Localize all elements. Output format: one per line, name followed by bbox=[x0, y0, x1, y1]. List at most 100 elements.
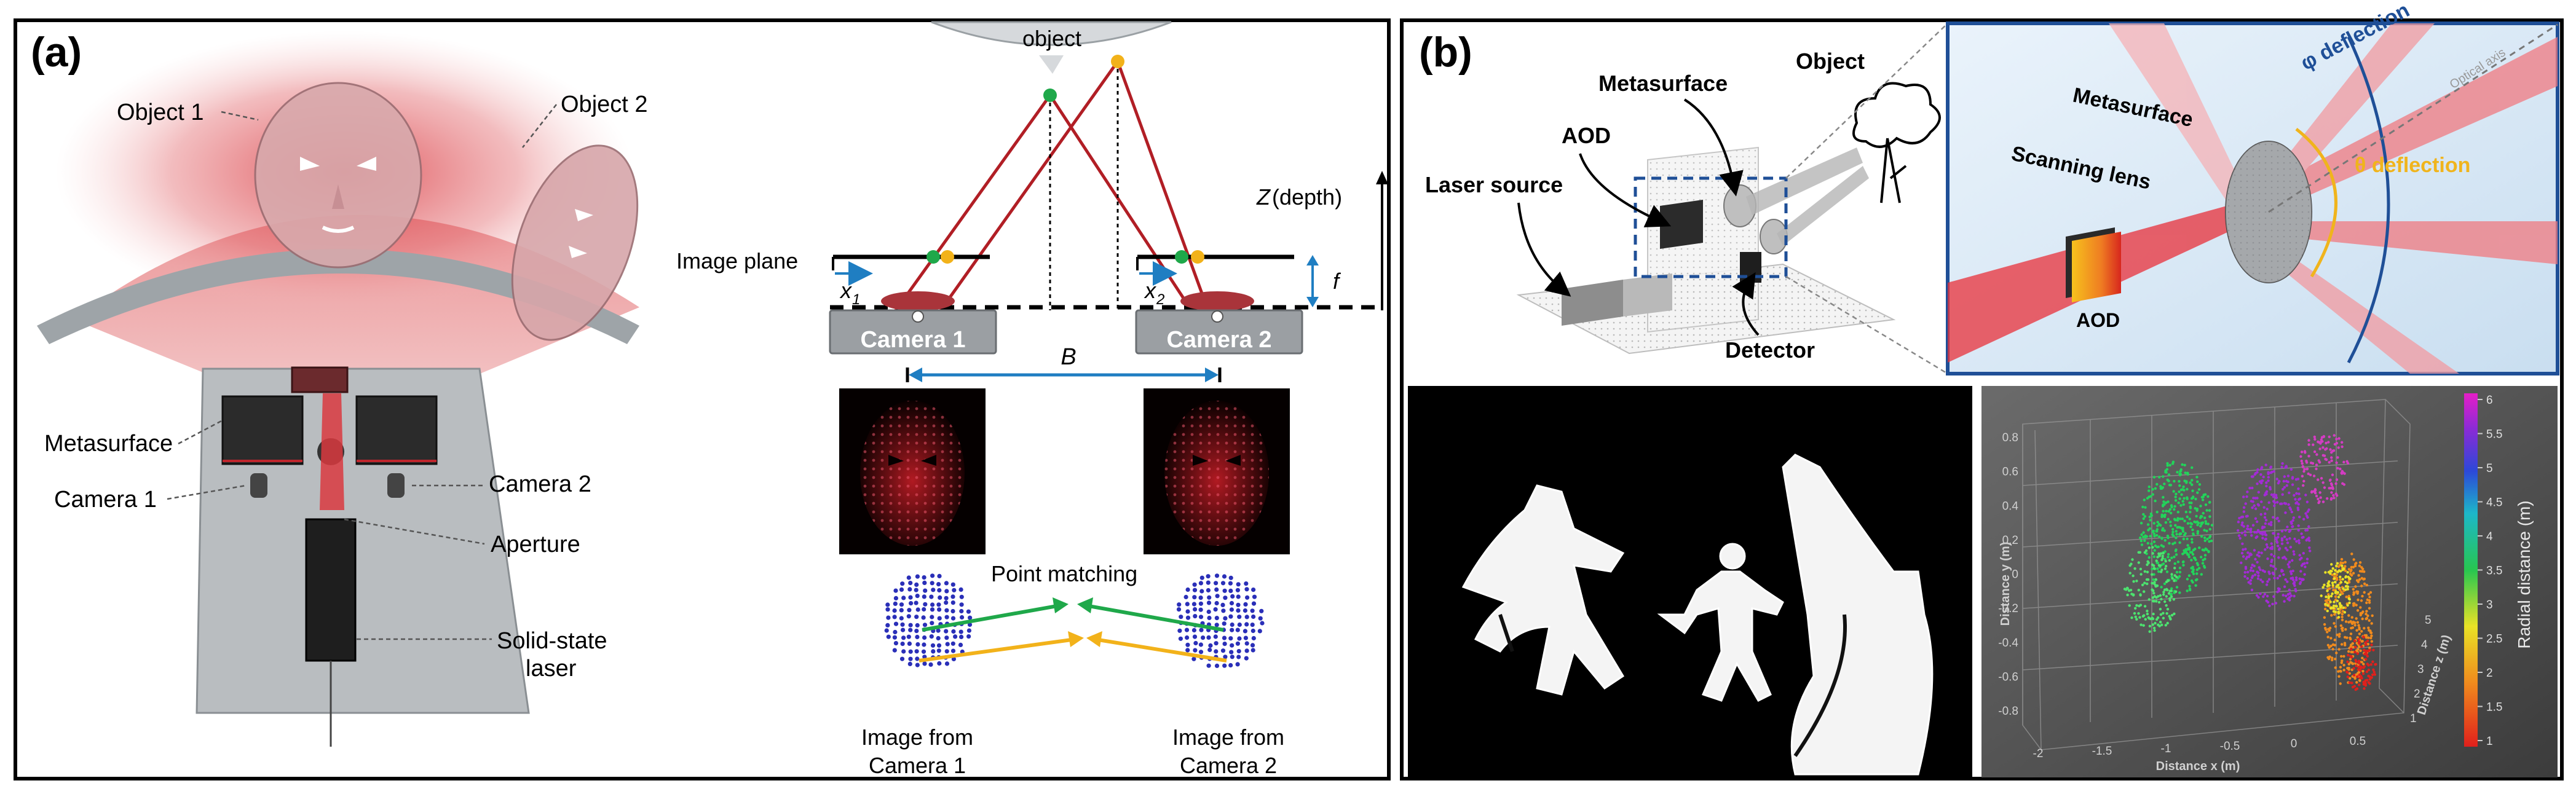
cloud-point bbox=[2286, 480, 2290, 484]
cloud-point bbox=[2200, 515, 2203, 518]
cloud-point bbox=[2163, 503, 2166, 506]
cloud-point bbox=[2340, 661, 2343, 664]
cloud-point bbox=[2280, 542, 2284, 545]
cloud-point bbox=[2344, 575, 2348, 578]
cloud-point bbox=[2250, 534, 2253, 537]
cloud-point bbox=[2303, 468, 2306, 471]
cloud-point bbox=[2272, 572, 2275, 576]
cloud-point bbox=[2335, 461, 2338, 465]
point-cloud-dot bbox=[967, 622, 973, 627]
cloud-point bbox=[2332, 493, 2335, 497]
point-cloud-dot bbox=[1207, 615, 1212, 621]
point-cloud-dot bbox=[1228, 662, 1233, 668]
cloud-point bbox=[2197, 488, 2201, 491]
cloud-point bbox=[2302, 552, 2305, 555]
cloud-point bbox=[2291, 559, 2294, 562]
cloud-point bbox=[2191, 538, 2194, 541]
cloud-point bbox=[2361, 656, 2364, 660]
cloud-point bbox=[2200, 573, 2203, 576]
cloud-point bbox=[2155, 530, 2159, 533]
cloud-point bbox=[2162, 545, 2165, 548]
cloud-point bbox=[2208, 536, 2211, 539]
cloud-point bbox=[2334, 581, 2337, 584]
point-cloud-dot bbox=[908, 656, 913, 661]
point-cloud-dot bbox=[1244, 587, 1249, 592]
point-cloud-dot bbox=[923, 588, 928, 593]
colorbar-tick-label: 5.5 bbox=[2486, 428, 2502, 441]
cloud-point bbox=[2321, 481, 2325, 484]
cloud-point bbox=[2267, 476, 2270, 479]
point-cloud-dot bbox=[1245, 595, 1250, 600]
point-cloud-dot bbox=[952, 588, 957, 592]
cloud-point bbox=[2196, 532, 2199, 535]
cloud-point bbox=[2242, 510, 2246, 513]
cloud-point bbox=[2277, 588, 2281, 591]
point-cloud-dot bbox=[1230, 627, 1235, 632]
cloud-point bbox=[2158, 535, 2161, 538]
cloud-point bbox=[2152, 529, 2155, 533]
cloud-point bbox=[2280, 539, 2284, 542]
cloud-point bbox=[2362, 662, 2365, 666]
cloud-point bbox=[2310, 490, 2313, 494]
cloud-point bbox=[2253, 549, 2256, 552]
cloud-point bbox=[2329, 637, 2333, 640]
cloud-point bbox=[2126, 593, 2129, 597]
cloud-point bbox=[2365, 583, 2369, 587]
cloud-point bbox=[2326, 582, 2330, 586]
cloud-point bbox=[2302, 484, 2305, 487]
cloud-point bbox=[2365, 670, 2369, 674]
cloud-point bbox=[2266, 546, 2269, 549]
point-cloud-dot bbox=[1220, 648, 1226, 653]
cloud-point bbox=[2256, 520, 2259, 524]
cloud-point bbox=[2186, 473, 2189, 476]
cloud-point bbox=[2339, 666, 2342, 669]
setup-aod-label: AOD bbox=[1562, 123, 1611, 148]
cloud-point bbox=[2293, 537, 2296, 541]
point-cloud-3d bbox=[2123, 434, 2377, 691]
cloud-point bbox=[2358, 645, 2361, 648]
cloud-point bbox=[2333, 639, 2336, 642]
cloud-point bbox=[2181, 463, 2184, 466]
cloud-point bbox=[2274, 602, 2278, 605]
cloud-point bbox=[2283, 585, 2286, 588]
point-cloud-dot bbox=[914, 600, 919, 605]
cloud-point bbox=[2272, 500, 2275, 503]
point-cloud-dot bbox=[922, 580, 927, 586]
cloud-point bbox=[2237, 534, 2241, 537]
cloud-point bbox=[2191, 552, 2195, 556]
cloud-point bbox=[2259, 568, 2262, 572]
cloud-point bbox=[2165, 588, 2168, 591]
cloud-point bbox=[2133, 567, 2136, 570]
cloud-point bbox=[2174, 519, 2177, 522]
point-cloud-dot bbox=[923, 602, 928, 607]
cloud-point bbox=[2357, 624, 2360, 627]
cloud-point bbox=[2348, 601, 2351, 605]
cloud-point bbox=[2150, 542, 2153, 545]
point-cloud-dot bbox=[966, 628, 971, 633]
cloud-point bbox=[2331, 592, 2334, 596]
cloud-point bbox=[2346, 585, 2350, 588]
point-cloud-dot bbox=[1185, 642, 1190, 647]
cloud-point bbox=[2270, 542, 2273, 545]
cloud-point bbox=[2337, 635, 2341, 638]
cloud-point bbox=[2297, 539, 2301, 542]
z-tick-label: 4 bbox=[2421, 639, 2428, 651]
cloud-point bbox=[2181, 517, 2184, 521]
cloud-point bbox=[2141, 583, 2144, 586]
cloud-point bbox=[2297, 524, 2300, 527]
cloud-point bbox=[2367, 674, 2370, 678]
cloud-point bbox=[2184, 471, 2187, 474]
cloud-point bbox=[2341, 578, 2344, 581]
cloud-point bbox=[2139, 573, 2143, 576]
cloud-point bbox=[2358, 683, 2361, 686]
point-cloud-dot bbox=[901, 635, 906, 640]
cloud-point bbox=[2320, 477, 2323, 480]
cloud-point bbox=[2250, 500, 2253, 503]
cloud-point bbox=[2290, 572, 2293, 575]
cloud-point bbox=[2313, 435, 2316, 439]
cloud-point bbox=[2187, 548, 2191, 551]
cloud-point bbox=[2322, 435, 2325, 438]
point-cloud-dot bbox=[936, 643, 942, 648]
cloud-point bbox=[2203, 539, 2207, 542]
point-cloud-dot bbox=[1257, 629, 1262, 634]
